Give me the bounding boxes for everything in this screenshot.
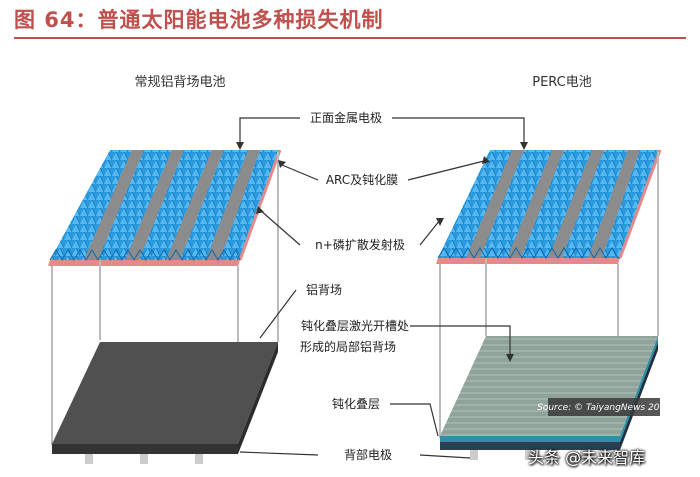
- right-emitter-edge: [436, 258, 620, 264]
- label-al-bsf: 铝背场: [306, 282, 342, 297]
- label-local-bsf-line1: 钝化叠层激光开槽处: [301, 319, 409, 333]
- left-al-back-surface: [52, 342, 278, 444]
- left-finger: [125, 150, 184, 260]
- right-perc-back-surface: [440, 336, 658, 436]
- left-finger: [206, 150, 260, 260]
- right-finger: [466, 150, 524, 258]
- left-finger: [84, 150, 144, 260]
- left-emitter-edge: [48, 260, 240, 266]
- right-finger: [507, 150, 564, 258]
- source-credit: Source: © TaiyangNews 2017: [537, 403, 671, 413]
- left-cell: [48, 149, 282, 464]
- figure-title: 图 64：普通太阳能电池多种损失机制: [14, 8, 384, 32]
- label-local-bsf-line2: 形成的局部铝背场: [300, 339, 396, 354]
- left-finger: [166, 150, 224, 260]
- right-rear-contact: [470, 450, 478, 460]
- left-cell-heading: 常规铝背场电池: [134, 75, 225, 90]
- right-finger: [588, 150, 640, 258]
- leader-arrowheads: [236, 142, 528, 362]
- watermark: 头条 @未来智库: [528, 448, 646, 467]
- right-finger: [548, 150, 604, 258]
- left-rear-contact: [85, 454, 93, 464]
- source-box: [548, 398, 660, 416]
- right-passivation-stack-edge: [440, 436, 620, 442]
- left-back-edge: [52, 444, 238, 454]
- label-n-emitter: n+磷扩散发射极: [315, 237, 405, 252]
- label-rear-electrode: 背部电极: [344, 447, 392, 462]
- label-front-electrode: 正面金属电极: [310, 110, 382, 125]
- right-cell-heading: PERC电池: [532, 75, 592, 90]
- label-arc-passivation: ARC及钝化膜: [326, 173, 398, 187]
- left-rear-contact: [195, 454, 203, 464]
- leader-lines: [239, 117, 525, 459]
- right-rear-contact: [580, 450, 588, 460]
- right-cell: Source: © TaiyangNews 2017: [436, 149, 671, 460]
- right-rear-contact: [525, 450, 533, 460]
- title-rule: [14, 37, 686, 39]
- left-rear-contact: [140, 454, 148, 464]
- right-back-edge: [440, 442, 620, 450]
- label-passivation-stack: 钝化叠层: [332, 397, 380, 411]
